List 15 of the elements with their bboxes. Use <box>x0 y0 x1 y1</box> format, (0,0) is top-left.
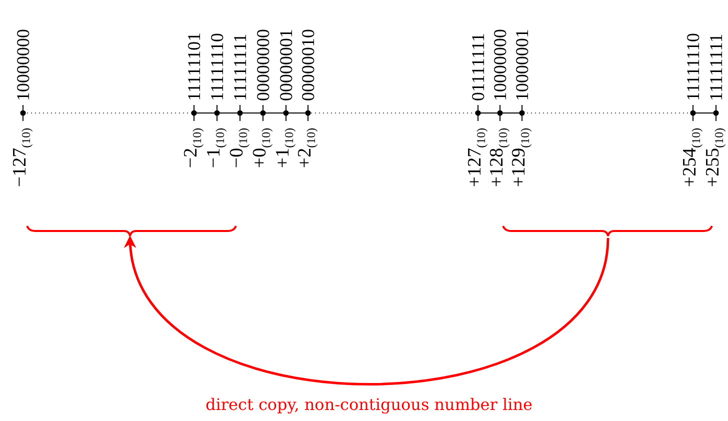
binary-code-label: 11111111 <box>707 34 725 101</box>
curved-arrow <box>126 236 610 386</box>
binary-code-label: 11111111 <box>231 34 249 101</box>
binary-code-label: 10000000 <box>14 29 32 101</box>
curly-brace <box>502 226 713 237</box>
binary-code-label: 11111110 <box>208 33 226 101</box>
binary-code-label: 00000000 <box>254 29 272 101</box>
binary-code-label: 00000010 <box>299 29 317 101</box>
binary-code-label: 01111111 <box>469 33 487 101</box>
binary-code-label: 10000001 <box>513 29 531 101</box>
binary-code-label: 11111110 <box>684 33 702 101</box>
binary-code-label: 10000000 <box>491 29 509 101</box>
binary-code-label: 11111101 <box>185 32 203 101</box>
curly-brace <box>26 226 237 237</box>
binary-code-label: 00000001 <box>277 29 295 101</box>
